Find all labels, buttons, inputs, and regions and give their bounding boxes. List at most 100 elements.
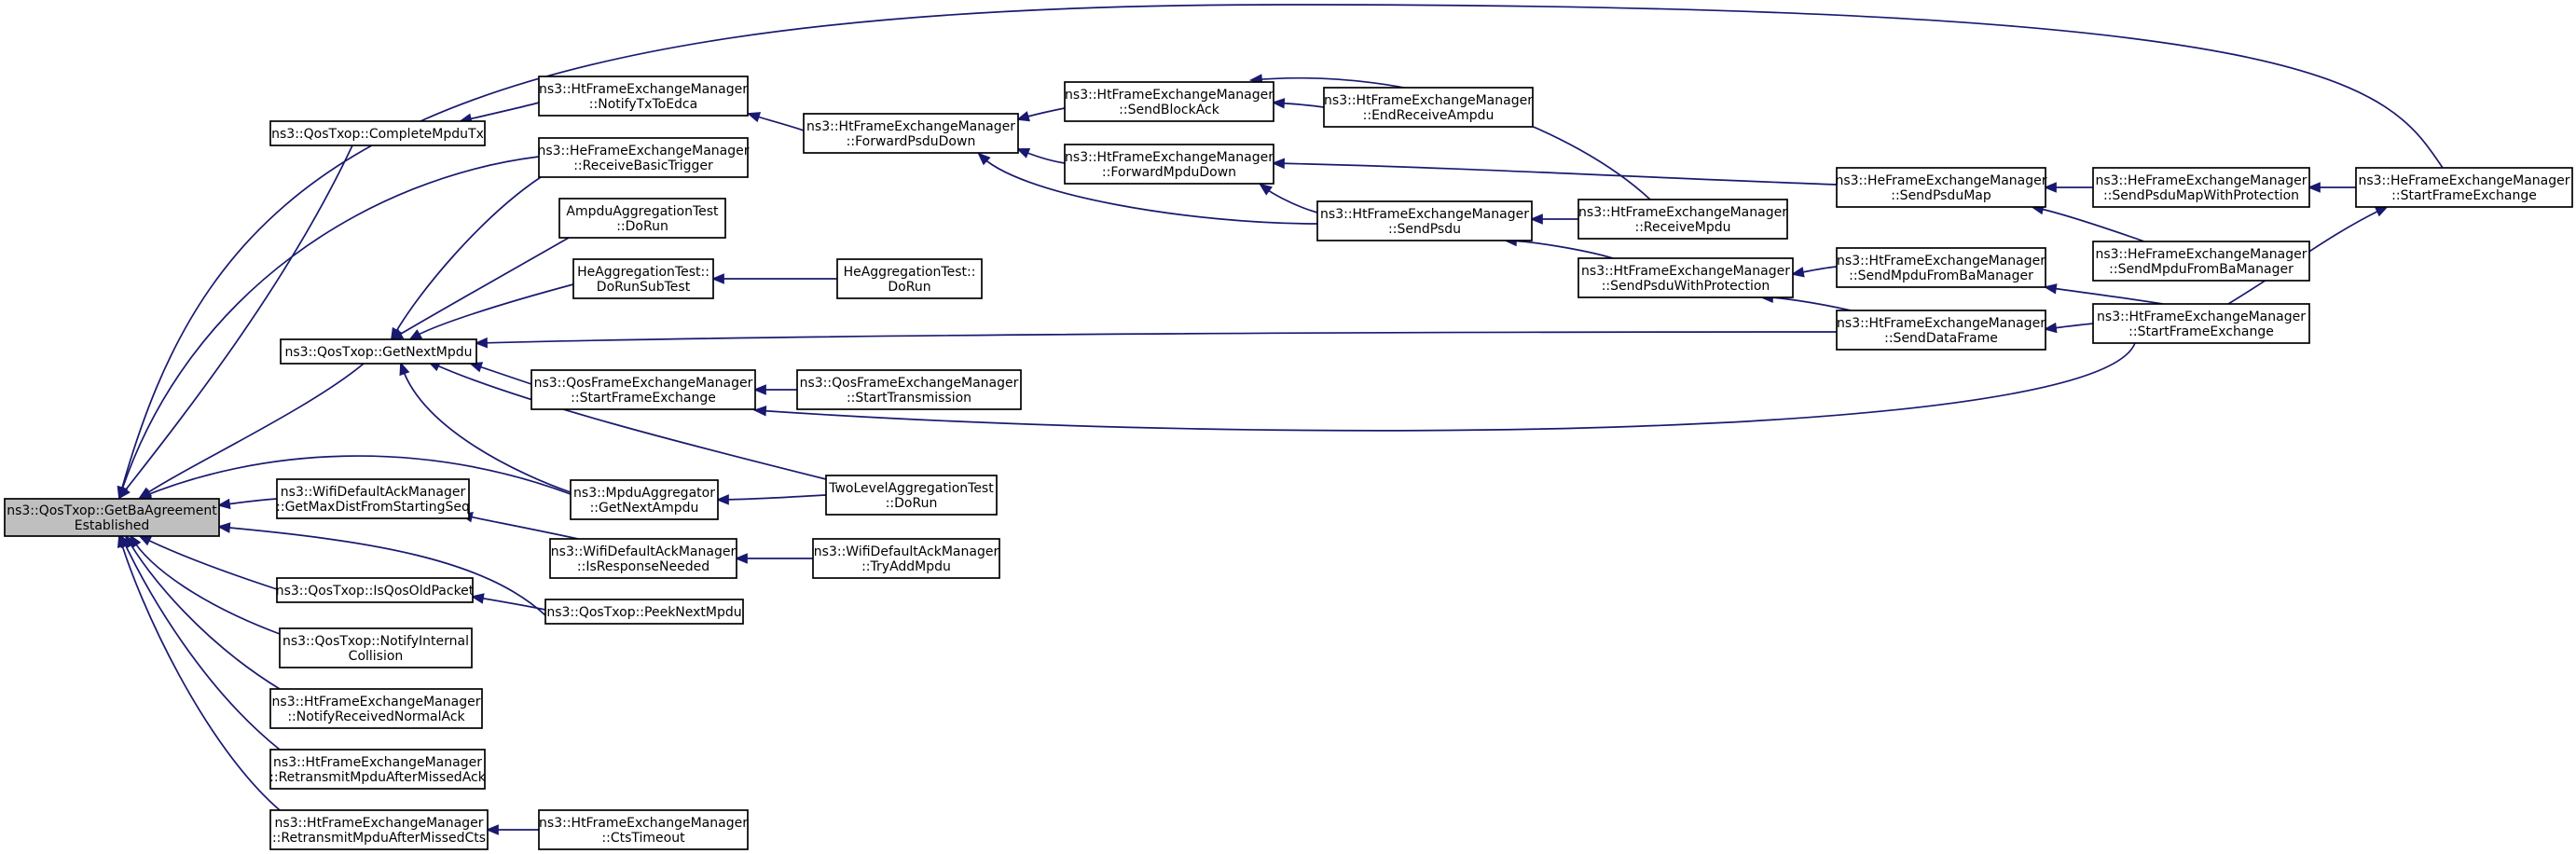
- node-label-line: ::ReceiveMpdu: [1635, 220, 1731, 235]
- function-node[interactable]: ns3::MpduAggregator::GetNextAmpdu: [570, 479, 719, 520]
- node-label-line: ns3::HtFrameExchangeManager: [1578, 205, 1787, 220]
- function-node[interactable]: ns3::WifiDefaultAckManager::TryAddMpdu: [812, 538, 1000, 579]
- edge-n16-n22: [752, 342, 2136, 432]
- node-label-line: ns3::HtFrameExchangeManager: [539, 82, 748, 97]
- function-node[interactable]: ns3::HtFrameExchangeManager::StartFrameE…: [2092, 303, 2310, 344]
- node-label-line: ns3::HtFrameExchangeManager: [1837, 316, 2046, 331]
- function-node[interactable]: ns3::HtFrameExchangeManager::CtsTimeout: [538, 809, 749, 850]
- function-node[interactable]: ns3::HtFrameExchangeManager::RetransmitM…: [269, 809, 489, 850]
- edge-arrowhead: [390, 328, 405, 341]
- edge-arrowhead: [216, 498, 231, 510]
- node-label-line: ::ForwardPsduDown: [847, 134, 976, 149]
- edge-n2-n1: [458, 102, 540, 124]
- function-node[interactable]: ns3::HtFrameExchangeManager::EndReceiveA…: [1323, 87, 1534, 128]
- function-node[interactable]: HeAggregationTest::DoRun: [836, 258, 983, 299]
- node-label-line: ::RetransmitMpduAfterMissedAck: [269, 770, 487, 785]
- edge-n30-n0: [216, 522, 546, 616]
- function-node[interactable]: AmpduAggregationTest::DoRun: [558, 198, 726, 239]
- node-label-line: ns3::HtFrameExchangeManager: [1837, 254, 2046, 269]
- function-node[interactable]: ns3::HtFrameExchangeManager::ReceiveMpdu: [1577, 199, 1788, 240]
- function-node[interactable]: ns3::HtFrameExchangeManager::NotifyTxToE…: [538, 76, 749, 117]
- node-label-line: ::DoRun: [616, 219, 668, 234]
- node-label-line: ns3::HtFrameExchangeManager: [1320, 207, 1529, 222]
- edge-n1-n0: [117, 145, 353, 500]
- edge-arrowhead: [1271, 158, 1285, 170]
- function-node[interactable]: ns3::WifiDefaultAckManager::IsResponseNe…: [549, 538, 737, 579]
- function-node[interactable]: ns3::HtFrameExchangeManager::RetransmitM…: [269, 749, 487, 790]
- node-label-line: ns3::HtFrameExchangeManager: [1065, 88, 1274, 103]
- function-node[interactable]: ns3::HeFrameExchangeManager::SendPsduMap: [1835, 167, 2047, 208]
- node-label-line: ns3::HeFrameExchangeManager: [537, 144, 749, 158]
- edge-line: [139, 535, 278, 590]
- function-node[interactable]: ns3::QosFrameExchangeManager::StartFrame…: [530, 369, 756, 410]
- node-label-line: ns3::QosFrameExchangeManager: [534, 376, 753, 391]
- node-label-line: ::SendPsdu: [1388, 222, 1461, 237]
- node-label-line: ns3::HtFrameExchangeManager: [275, 816, 484, 831]
- node-label-line: ::SendPsduMap: [1891, 188, 1991, 203]
- function-node[interactable]: ns3::HtFrameExchangeManager::SendMpduFro…: [1836, 247, 2046, 288]
- node-box: [276, 478, 470, 519]
- edge-line: [2032, 206, 2145, 242]
- function-node[interactable]: HeAggregationTest::DoRunSubTest: [572, 258, 714, 299]
- edge-arrowhead: [117, 485, 129, 501]
- function-node[interactable]: ns3::QosTxop::GetNextMpdu: [280, 338, 477, 365]
- function-node[interactable]: ns3::WifiDefaultAckManager::GetMaxDistFr…: [276, 478, 470, 519]
- edge-line: [1505, 240, 1614, 259]
- function-node[interactable]: ns3::HeFrameExchangeManager::StartFrameE…: [2355, 167, 2573, 208]
- node-label-line: ::TryAddMpdu: [861, 559, 951, 574]
- edge-arrowhead: [474, 337, 488, 349]
- edge-line: [218, 526, 546, 616]
- node-label-line: ns3::HtFrameExchangeManager: [272, 695, 481, 709]
- node-box: [530, 369, 756, 410]
- function-node[interactable]: ns3::HtFrameExchangeManager::ForwardMpdu…: [1064, 144, 1274, 185]
- node-label-line: ns3::QosTxop::IsQosOldPacket: [276, 584, 475, 599]
- edge-n23-n22: [752, 384, 797, 395]
- edge-arrowhead: [485, 824, 499, 835]
- edge-line: [1761, 296, 1852, 311]
- function-node[interactable]: ns3::QosTxop::PeekNextMpdu: [544, 599, 744, 625]
- function-node[interactable]: ns3::HeFrameExchangeManager::SendPsduMap…: [2092, 167, 2310, 208]
- node-box: [549, 538, 737, 579]
- node-label-line: ns3::QosTxop::GetNextMpdu: [285, 345, 473, 360]
- edge-line: [460, 102, 540, 122]
- node-box: [1323, 87, 1534, 128]
- node-box: [4, 498, 220, 537]
- edge-n17-n0: [117, 156, 540, 501]
- node-label-line: ::CtsTimeout: [601, 831, 685, 846]
- function-node[interactable]: ns3::HtFrameExchangeManager::SendDataFra…: [1836, 310, 2046, 351]
- function-node[interactable]: ns3::QosFrameExchangeManager::StartTrans…: [796, 369, 1022, 410]
- edge-n31-n0: [129, 534, 281, 635]
- edge-n11-n10: [2043, 182, 2093, 193]
- node-label-line: ::SendPsduMapWithProtection: [2103, 188, 2299, 203]
- node-box: [2092, 241, 2310, 282]
- function-node[interactable]: ns3::QosTxop::IsQosOldPacket: [276, 577, 475, 603]
- node-box: [2355, 167, 2573, 208]
- function-node[interactable]: ns3::HtFrameExchangeManager::ForwardPsdu…: [803, 113, 1019, 154]
- edge-n16-n13: [2043, 283, 2164, 305]
- node-label-line: ns3::WifiDefaultAckManager: [814, 544, 999, 559]
- edge-line: [139, 455, 572, 499]
- node-box: [269, 809, 489, 850]
- edge-arrowhead: [470, 593, 485, 604]
- node-label-line: ns3::QosFrameExchangeManager: [800, 376, 1019, 391]
- function-node[interactable]: ns3::HtFrameExchangeManager::NotifyRecei…: [269, 688, 483, 729]
- edge-line: [120, 535, 281, 751]
- function-node[interactable]: ns3::HeFrameExchangeManager::SendMpduFro…: [2092, 241, 2310, 282]
- node-box: [269, 120, 486, 146]
- function-node[interactable]: TwoLevelAggregationTest::DoRun: [825, 475, 998, 516]
- edge-n15-n21: [474, 331, 1838, 349]
- edge-n8-n7: [1529, 214, 1578, 225]
- function-node[interactable]: ns3::HtFrameExchangeManager::SendBlockAc…: [1064, 81, 1274, 122]
- edge-arrowhead: [734, 553, 748, 564]
- edge-arrowhead: [746, 112, 762, 123]
- edge-n22-n21: [468, 362, 532, 385]
- function-node[interactable]: ns3::HtFrameExchangeManager::SendPsdu: [1316, 200, 1533, 241]
- function-node[interactable]: ns3::HtFrameExchangeManager::SendPsduWit…: [1577, 257, 1794, 298]
- edge-arrowhead: [1271, 98, 1286, 109]
- function-node[interactable]: ns3::QosTxop::CompleteMpduTx: [269, 120, 486, 146]
- function-node[interactable]: ns3::HeFrameExchangeManager::ReceiveBasi…: [537, 137, 750, 178]
- node-label-line: ::ForwardMpduDown: [1102, 165, 1236, 180]
